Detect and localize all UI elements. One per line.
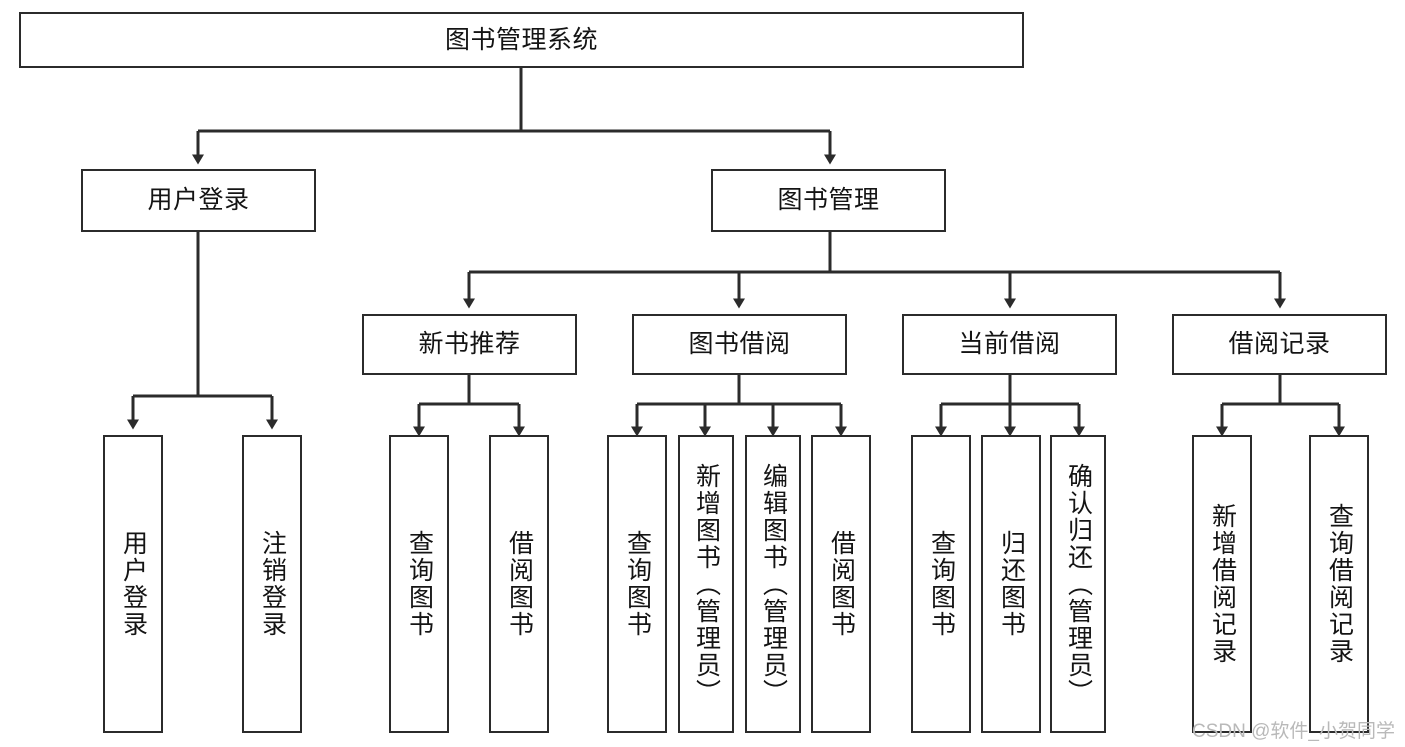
leaf-label: 查询借阅记录	[1325, 503, 1354, 665]
node-label: 新书推荐	[418, 330, 521, 359]
node-label: 当前借阅	[958, 330, 1061, 359]
watermark-text: CSDN @软件_小贺同学	[1192, 721, 1395, 742]
node-label: 用户登录	[147, 186, 250, 215]
node-borrow-record[interactable]: 借阅记录	[1172, 314, 1387, 375]
leaf-label: 归还图书	[997, 530, 1026, 638]
leaf-confirm-return-admin[interactable]: 确认归还（管理员）	[1050, 435, 1106, 733]
leaf-label: 注销登录	[258, 530, 287, 638]
leaf-label: 借阅图书	[505, 530, 534, 638]
leaf-label: 查询图书	[623, 530, 652, 638]
leaf-label: 编辑图书（管理员）	[759, 462, 788, 706]
leaf-query-book-current[interactable]: 查询图书	[911, 435, 971, 733]
leaf-label: 查询图书	[927, 530, 956, 638]
leaf-query-book-recommend[interactable]: 查询图书	[389, 435, 449, 733]
leaf-return-book[interactable]: 归还图书	[981, 435, 1041, 733]
leaf-query-book-borrow[interactable]: 查询图书	[607, 435, 667, 733]
leaf-label: 借阅图书	[827, 530, 856, 638]
node-label: 图书借阅	[688, 330, 791, 359]
node-book-management[interactable]: 图书管理	[711, 169, 946, 232]
node-new-book-recommend[interactable]: 新书推荐	[362, 314, 577, 375]
leaf-borrow-book-recommend[interactable]: 借阅图书	[489, 435, 549, 733]
node-user-login[interactable]: 用户登录	[81, 169, 316, 232]
node-book-borrow[interactable]: 图书借阅	[632, 314, 847, 375]
node-root-system[interactable]: 图书管理系统	[19, 12, 1024, 68]
node-label: 借阅记录	[1228, 330, 1331, 359]
leaf-label: 用户登录	[119, 530, 148, 638]
leaf-user-login[interactable]: 用户登录	[103, 435, 163, 733]
leaf-logout[interactable]: 注销登录	[242, 435, 302, 733]
node-label: 图书管理系统	[444, 25, 598, 54]
node-current-borrow[interactable]: 当前借阅	[902, 314, 1117, 375]
leaf-add-book-admin[interactable]: 新增图书（管理员）	[678, 435, 734, 733]
leaf-label: 新增图书（管理员）	[692, 462, 721, 706]
node-label: 图书管理	[777, 186, 880, 215]
leaf-edit-book-admin[interactable]: 编辑图书（管理员）	[745, 435, 801, 733]
leaf-label: 查询图书	[405, 530, 434, 638]
leaf-add-borrow-record[interactable]: 新增借阅记录	[1192, 435, 1252, 733]
leaf-label: 确认归还（管理员）	[1064, 462, 1093, 706]
leaf-query-borrow-record[interactable]: 查询借阅记录	[1309, 435, 1369, 733]
leaf-borrow-book[interactable]: 借阅图书	[811, 435, 871, 733]
leaf-label: 新增借阅记录	[1208, 503, 1237, 665]
